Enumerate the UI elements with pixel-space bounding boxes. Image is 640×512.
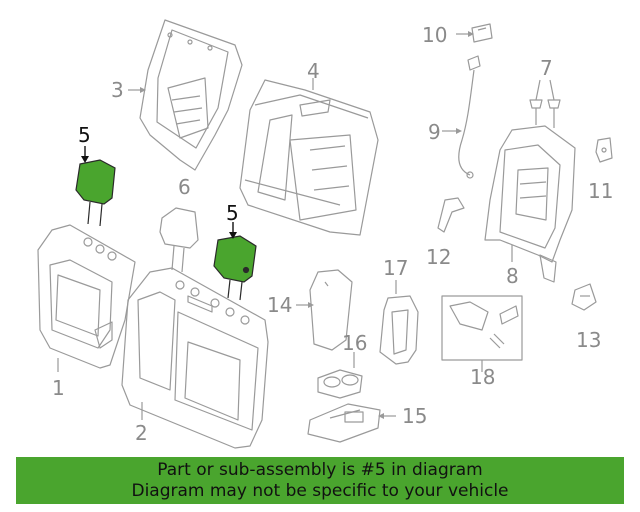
part-7-bolts[interactable] (529, 79, 561, 128)
callout-5-right: 5 (226, 201, 239, 225)
info-banner: Part or sub-assembly is #5 in diagram Di… (16, 457, 624, 504)
part-16-cupholder[interactable] (317, 369, 363, 399)
part-18-kit[interactable] (441, 295, 523, 361)
part-2-right-seatback[interactable] (121, 267, 269, 449)
callout-7: 7 (540, 56, 553, 80)
part-3-seatback-frame[interactable] (139, 19, 243, 171)
part-1-left-seatback[interactable] (37, 224, 136, 369)
callout-16: 16 (342, 331, 367, 355)
parts-diagram: 1 2 3 4 6 7 8 9 10 11 12 13 14 15 16 17 … (37, 19, 613, 449)
callout-17: 17 (383, 256, 408, 280)
part-6-headrest[interactable] (159, 207, 199, 273)
callout-5-left: 5 (78, 123, 91, 147)
callout-12: 12 (426, 245, 451, 269)
callout-3: 3 (111, 78, 124, 102)
part-12-hook[interactable] (437, 197, 465, 233)
callout-6: 6 (178, 175, 191, 199)
part-15-armrest[interactable] (307, 403, 381, 443)
part-9-cable[interactable] (458, 55, 481, 179)
callout-1: 1 (52, 376, 65, 400)
callout-14: 14 (267, 293, 292, 317)
part-13-clip[interactable] (571, 283, 597, 311)
part-17-bracket[interactable] (379, 295, 419, 365)
part-8-frame[interactable] (484, 125, 576, 283)
banner-line-2: Diagram may not be specific to your vehi… (131, 480, 509, 501)
callout-9: 9 (428, 120, 441, 144)
callout-18: 18 (470, 365, 495, 389)
callout-10: 10 (422, 23, 447, 47)
callout-13: 13 (576, 328, 601, 352)
banner-line-1: Part or sub-assembly is #5 in diagram (157, 459, 483, 480)
part-10-clip[interactable] (471, 23, 493, 43)
part-5-headrest-left[interactable] (75, 159, 116, 227)
callout-8: 8 (506, 264, 519, 288)
part-4-seatback-assembly[interactable] (239, 79, 379, 236)
callout-11: 11 (588, 179, 613, 203)
callout-2: 2 (135, 421, 148, 445)
callout-15: 15 (402, 404, 427, 428)
callout-4: 4 (307, 59, 320, 83)
part-14-panel[interactable] (309, 269, 353, 351)
part-11-small-bracket[interactable] (595, 137, 613, 163)
part-5-headrest-right[interactable] (213, 235, 257, 301)
